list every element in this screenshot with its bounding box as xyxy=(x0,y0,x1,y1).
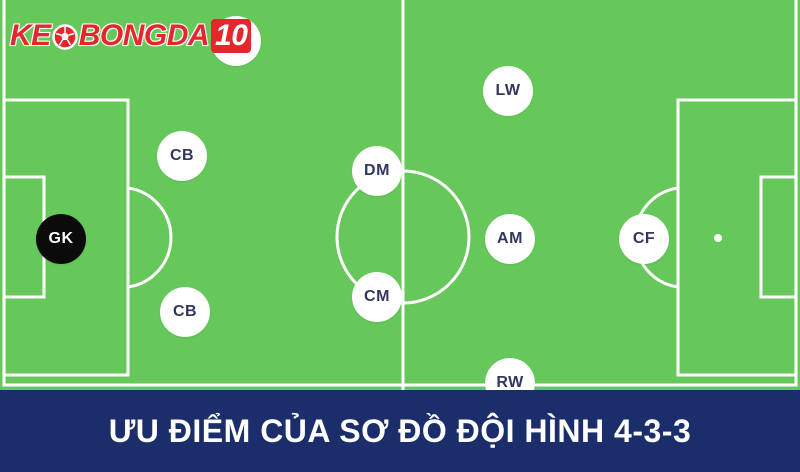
player-dm: DM xyxy=(352,146,402,196)
logo-text-bongda: BONGDA xyxy=(78,18,211,53)
player-cb-top: CB xyxy=(157,131,207,181)
logo-text-number: 10 xyxy=(211,19,252,53)
center-circle xyxy=(335,169,471,305)
right-goal-box xyxy=(759,175,798,299)
right-penalty-box xyxy=(676,98,798,377)
banner-title: ƯU ĐIỂM CỦA SƠ ĐỒ ĐỘI HÌNH 4-3-3 xyxy=(108,412,692,449)
player-cb-bottom: CB xyxy=(160,287,210,337)
left-penalty-arc xyxy=(127,186,173,289)
soccer-ball-icon xyxy=(51,24,78,50)
penalty-spot xyxy=(714,234,722,242)
title-banner: ƯU ĐIỂM CỦA SƠ ĐỒ ĐỘI HÌNH 4-3-3 xyxy=(0,390,800,472)
logo-text-ke: KE xyxy=(9,18,52,53)
player-lw: LW xyxy=(483,66,533,116)
player-gk: GK xyxy=(36,214,86,264)
player-am: AM xyxy=(485,214,535,264)
pitch-markings xyxy=(2,0,798,390)
football-pitch: LB GK CB CB DM CM LW AM RW CF xyxy=(2,0,798,390)
player-cm: CM xyxy=(352,272,402,322)
site-logo[interactable]: KE BONGDA 10 xyxy=(9,6,252,66)
player-cf: CF xyxy=(619,214,669,264)
